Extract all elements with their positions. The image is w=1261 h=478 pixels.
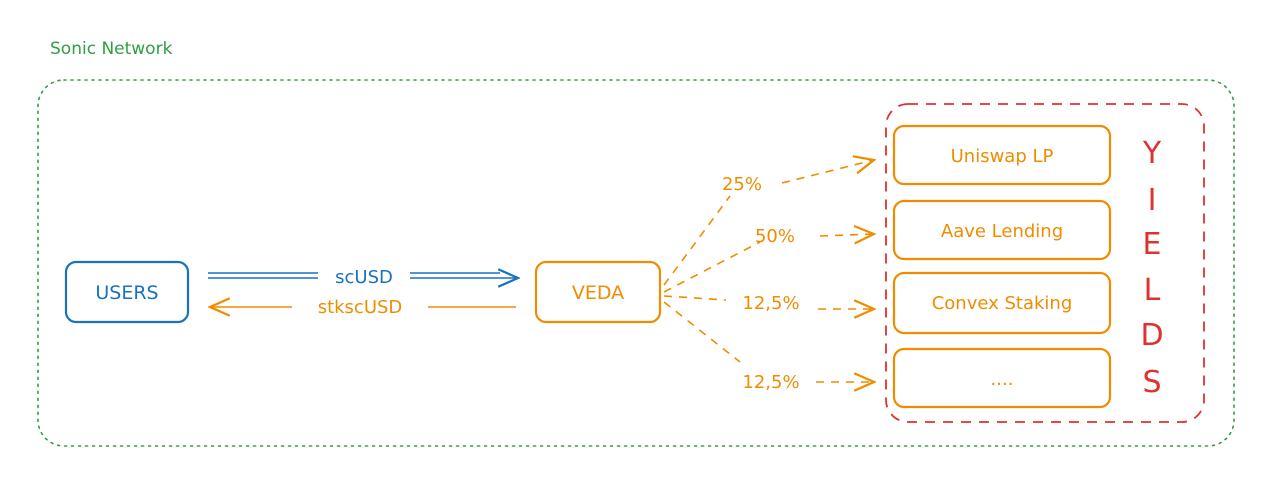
deposit-label: scUSD [335,267,393,288]
veda-label: VEDA [572,282,624,304]
strategy-label-aave: Aave Lending [941,221,1063,242]
yields-letter: D [1140,318,1163,353]
users-label: USERS [95,282,158,304]
yields-letter: S [1142,365,1161,400]
yields-letter: E [1143,227,1162,262]
strategy-box-convex[interactable] [892,271,1112,335]
yields-boundary [885,103,1205,423]
receipt-label: stkscUSD [318,297,403,318]
strategy-box-aave[interactable] [892,199,1112,261]
strategy-box-other[interactable] [892,347,1112,409]
veda-box[interactable] [534,260,662,324]
yields-letter: I [1148,183,1157,218]
users-box[interactable] [64,260,190,324]
allocation-lines [663,195,761,363]
allocation-label-aave: 50% [755,226,795,247]
network-title: Sonic Network [50,39,173,59]
allocation-label-convex: 12,5% [742,293,799,314]
yields-letter: Y [1142,136,1162,171]
allocation-label-other: 12,5% [742,372,799,393]
strategy-label-other: .... [991,369,1014,390]
strategy-box-uniswap[interactable] [892,124,1112,186]
allocation-label-uniswap: 25% [722,174,762,195]
yields-letters: Y I E L D S [1140,136,1163,400]
yields-letter: L [1144,273,1161,308]
strategy-label-convex: Convex Staking [932,293,1073,314]
allocation-arrows [781,160,874,382]
strategy-label-uniswap: Uniswap LP [951,146,1054,167]
